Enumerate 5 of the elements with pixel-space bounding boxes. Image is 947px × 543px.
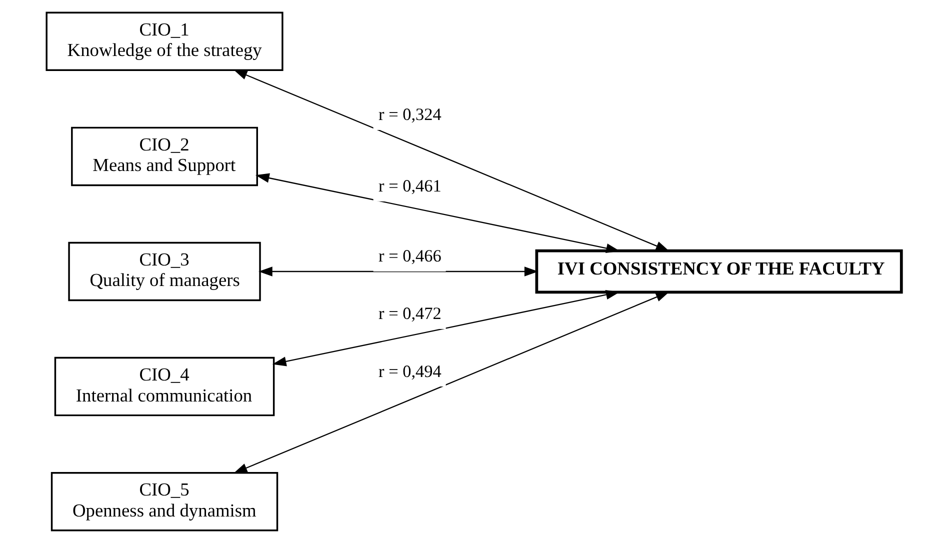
edge-label: r = 0,494 xyxy=(378,362,441,381)
edge-label: r = 0,324 xyxy=(378,105,441,124)
edge-label: r = 0,472 xyxy=(378,304,441,324)
edge-label: r = 0,461 xyxy=(378,176,441,196)
edge-label: r = 0,466 xyxy=(378,246,441,266)
